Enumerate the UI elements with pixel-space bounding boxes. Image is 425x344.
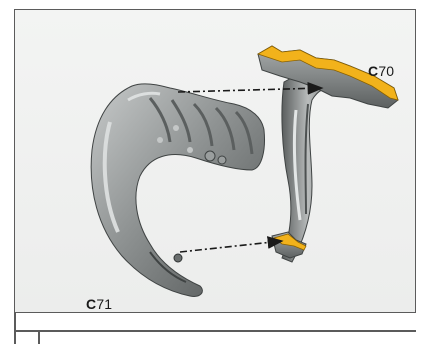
callout-label-c70: C70 [368,63,394,79]
arrow-lower [180,241,282,252]
part-c71-shell [91,84,264,297]
callout-label-c71: C71 [86,296,112,312]
